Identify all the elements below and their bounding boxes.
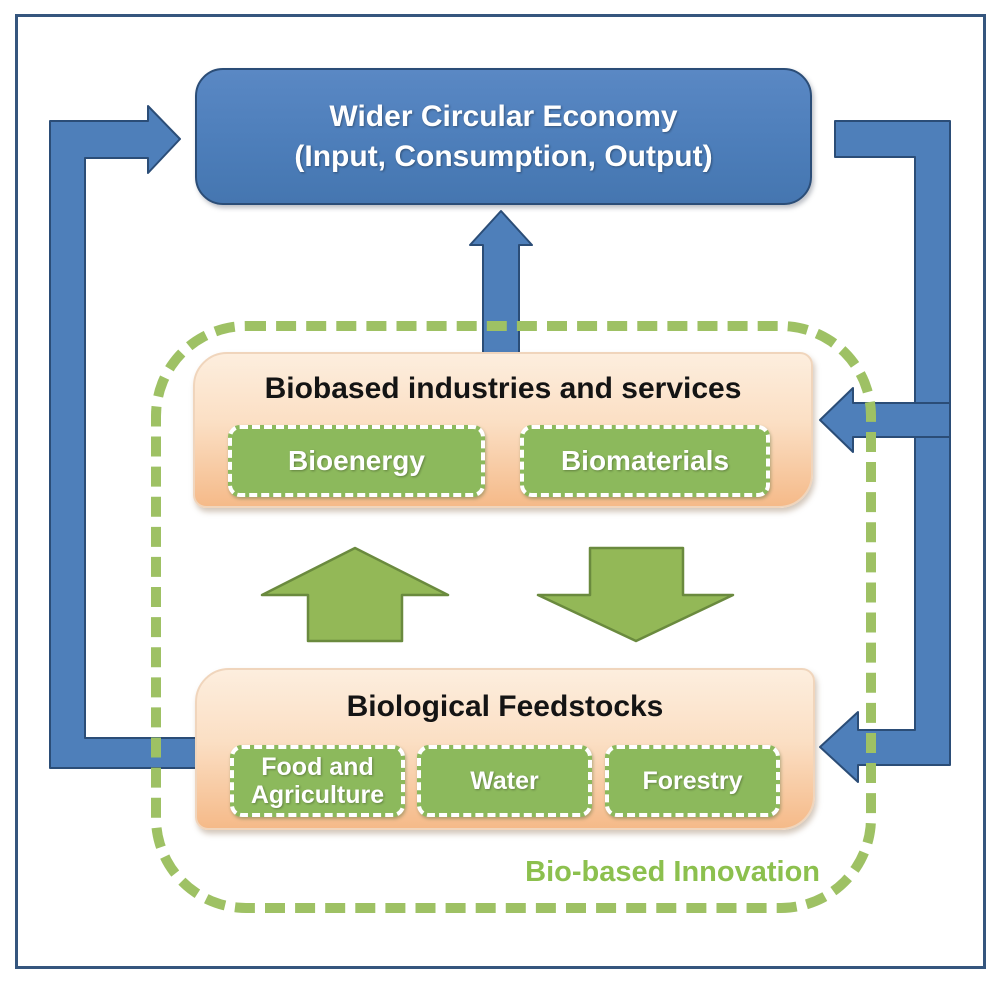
right-loop-arrow [819,120,951,783]
forestry-label: Forestry [642,767,743,795]
food-and-agriculture-label: Food and Agriculture [250,753,385,809]
bio-based-innovation-label: Bio-based Innovation [525,856,820,888]
biobased-industries-title: Biobased industries and services [264,372,742,405]
food-and-agriculture-box: Food and Agriculture [230,745,405,817]
wider-circular-economy-box: Wider Circular Economy (Input, Consumpti… [195,68,812,205]
feedstocks-to-industries-arrow [260,546,450,643]
water-label: Water [470,767,539,795]
wider-circular-economy-subtitle: (Input, Consumption, Output) [294,139,713,173]
water-box: Water [417,745,592,817]
biomaterials-label: Biomaterials [560,445,730,477]
forestry-box: Forestry [605,745,780,817]
left-loop-arrow [49,105,197,769]
biomaterials-box: Biomaterials [520,425,770,497]
bio-based-innovation-boundary [151,321,876,913]
industries-to-economy-arrow [469,210,533,357]
biological-feedstocks-title: Biological Feedstocks [346,690,664,723]
bioenergy-box: Bioenergy [228,425,485,497]
industries-to-feedstocks-arrow [536,546,735,643]
wider-circular-economy-title: Wider Circular Economy [329,99,678,133]
outer-frame-border [15,14,986,969]
bioenergy-label: Bioenergy [288,445,425,477]
